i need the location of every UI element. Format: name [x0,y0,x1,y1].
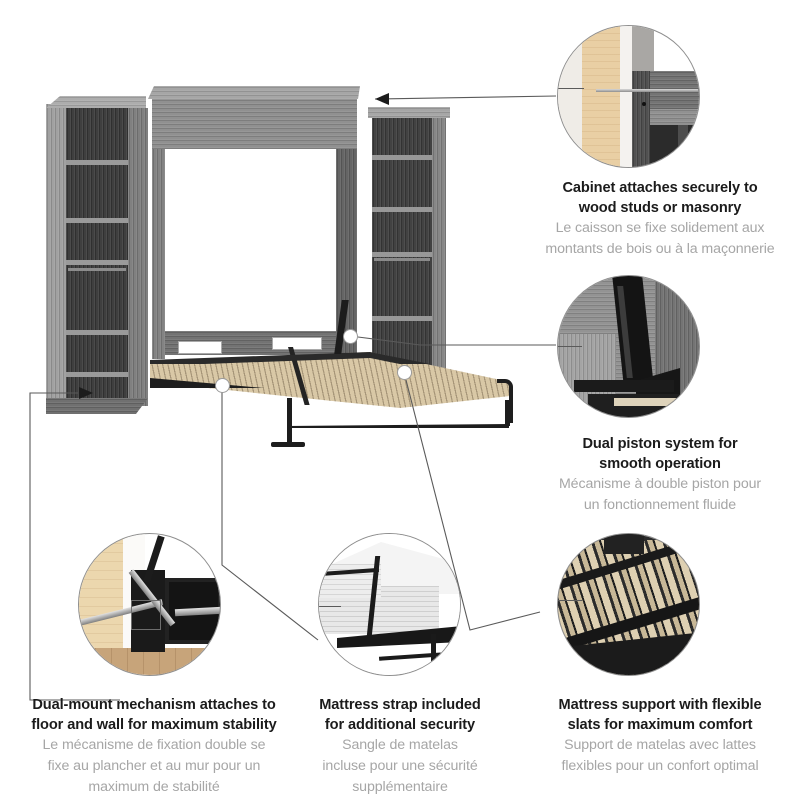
callout-title-en: slats for maximum comfort [567,717,753,734]
callout-title-en: Mattress strap included [319,697,481,713]
right-bookcase-closet-rod [374,258,430,261]
callout-title-fr: incluse pour une sécurité [322,758,478,775]
bed-leg-right-riser [505,400,510,426]
callout-text-dual-mount: Dual-mount mechanism attaches to floor a… [8,695,300,798]
photo-mattress-strap [319,534,460,675]
right-bookcase-right-edge [432,118,446,386]
callout-title-fr: maximum de stabilité [88,779,220,795]
slats-hotspot-dot[interactable] [397,365,412,380]
left-bookcase-shelf [66,160,128,165]
callout-title-fr: supplémentaire [352,779,448,795]
main-product-illustration [0,0,540,470]
left-bookcase-shelf [66,260,128,265]
cabinet-header-face [152,99,357,149]
callout-title-fr: Sangle de matelas [342,737,458,754]
callout-text-dual-piston: Dual piston system for smooth operation … [520,434,800,516]
photo-dual-mount [79,534,220,675]
callout-title-en: Dual-mount mechanism attaches to [32,697,276,713]
photo-bubble-dual-piston[interactable] [557,275,700,418]
callout-title-en: Dual piston system for [582,436,738,452]
cabinet-top-crown [148,86,360,99]
callout-title-en: Mattress support with flexible [558,697,762,713]
bed-headboard-bracket [178,341,222,354]
left-bookcase-shelf [66,372,128,377]
photo-bubble-flexible-slats[interactable] [557,533,700,676]
bed-headboard-bracket [272,337,322,350]
callout-text-cabinet-attachment: Cabinet attaches securely to wood studs … [520,178,800,260]
right-bookcase-shelf [372,252,432,257]
screw-shaft-icon [596,89,698,92]
photo-bubble-mattress-strap[interactable] [318,533,461,676]
piston-hotspot-dot[interactable] [343,329,358,344]
callout-title-en: Cabinet attaches securely to [562,180,758,196]
left-bookcase-side-panel [46,104,66,404]
right-bookcase-shelf [372,207,432,212]
callout-title-fr: flexibles pour un confort optimal [561,758,759,775]
callout-text-flexible-slats: Mattress support with flexible slats for… [520,695,800,777]
right-bookcase-interior [372,118,432,380]
photo-dual-piston [558,276,699,417]
left-bookcase-interior [66,108,128,398]
bed-leg-crossbar [287,424,509,428]
left-bookcase-shelf [66,330,128,335]
right-bookcase-shelf [372,155,432,160]
callout-title-fr: montants de bois ou à la maçonnerie [545,241,775,258]
callout-title-fr: un fonctionnement fluide [583,497,737,514]
left-bookcase-front-edge [128,108,148,406]
photo-flexible-slats [558,534,699,675]
callout-title-fr: Le mécanisme de fixation double se [42,737,266,754]
photo-bubble-dual-mount[interactable] [78,533,221,676]
right-bookcase-top [368,107,450,118]
callout-title-en: wood studs or masonry [578,200,742,217]
callout-title-fr: Le caisson se fixe solidement aux [555,220,765,237]
callout-title-en: for additional security [324,717,476,734]
left-bookcase-base [46,398,148,414]
callout-title-fr: fixe au plancher et au mur pour un [47,758,261,775]
right-bookcase-shelf [372,316,432,321]
left-bookcase-top [46,96,146,108]
photo-cabinet-attachment [558,26,699,167]
bed-leg-foot [271,442,305,447]
callout-title-fr: Mécanisme à double piston pour [558,476,762,493]
piston-rail [574,380,674,392]
callout-text-mattress-strap: Mattress strap included for additional s… [296,695,504,798]
cabinet-bed-opening [165,149,336,331]
left-bookcase-shelf [66,218,128,223]
photo-bubble-cabinet-attachment[interactable] [557,25,700,168]
strap-hotspot-dot[interactable] [215,378,230,393]
cabinet-left-stile [152,149,165,359]
callout-title-fr: Support de matelas avec lattes [564,737,756,754]
callout-title-en: smooth operation [599,456,721,473]
left-bookcase-closet-rod [68,268,126,271]
callout-title-en: floor and wall for maximum stability [31,717,277,734]
bed-leg-vertical [287,398,292,444]
